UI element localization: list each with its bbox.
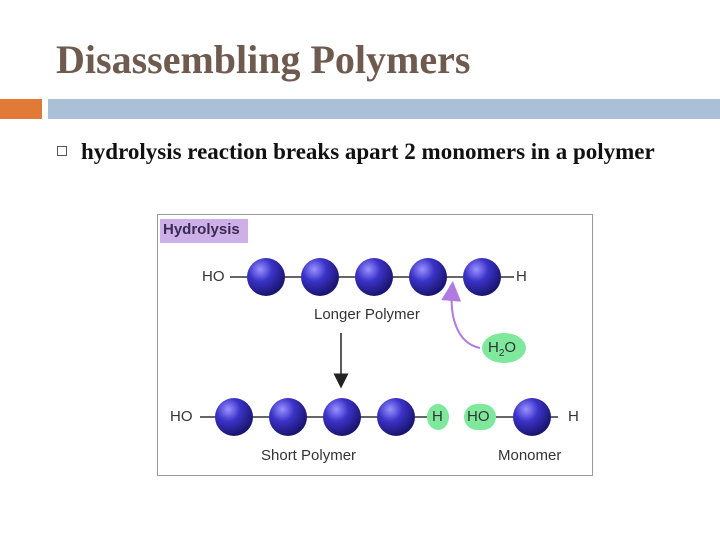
bottom-ho-monomer-label: HO	[467, 408, 490, 425]
water-label: H2O	[488, 339, 517, 359]
hydrolysis-diagram-graphic	[200, 258, 558, 436]
square-bullet-icon	[57, 146, 67, 156]
monomer-ball	[409, 258, 447, 296]
slide-title: Disassembling Polymers	[56, 37, 471, 82]
bottom-right-h-label: H	[568, 408, 579, 425]
bottom-ho-label: HO	[170, 408, 193, 425]
monomer-ball	[355, 258, 393, 296]
water-highlight	[482, 333, 526, 363]
monomer-ball	[215, 398, 253, 436]
longer-polymer-label: Longer Polymer	[314, 306, 420, 323]
hydrolysis-diagram: Hydrolysis HO H Longer Polymer H2O HO H …	[157, 214, 593, 476]
figure-title-highlight	[160, 219, 248, 243]
monomer-ball	[269, 398, 307, 436]
monomer-ball	[323, 398, 361, 436]
title-divider-bar	[48, 99, 720, 119]
bottom-h-label: H	[432, 408, 443, 425]
top-h-label: H	[516, 268, 527, 285]
ho-highlight	[464, 404, 496, 430]
water-insertion-arrow	[441, 281, 481, 349]
short-polymer-label: Short Polymer	[261, 447, 357, 464]
monomer-ball	[377, 398, 415, 436]
bullet-text: hydrolysis reaction breaks apart 2 monom…	[81, 139, 655, 164]
title-accent-bar	[0, 99, 42, 119]
top-ho-label: HO	[202, 268, 225, 285]
monomer-label: Monomer	[498, 447, 562, 464]
monomer-ball	[463, 258, 501, 296]
h-highlight	[427, 404, 449, 430]
monomer-ball	[513, 398, 551, 436]
monomer-ball	[247, 258, 285, 296]
figure-title: Hydrolysis	[163, 221, 240, 238]
monomer-ball	[301, 258, 339, 296]
